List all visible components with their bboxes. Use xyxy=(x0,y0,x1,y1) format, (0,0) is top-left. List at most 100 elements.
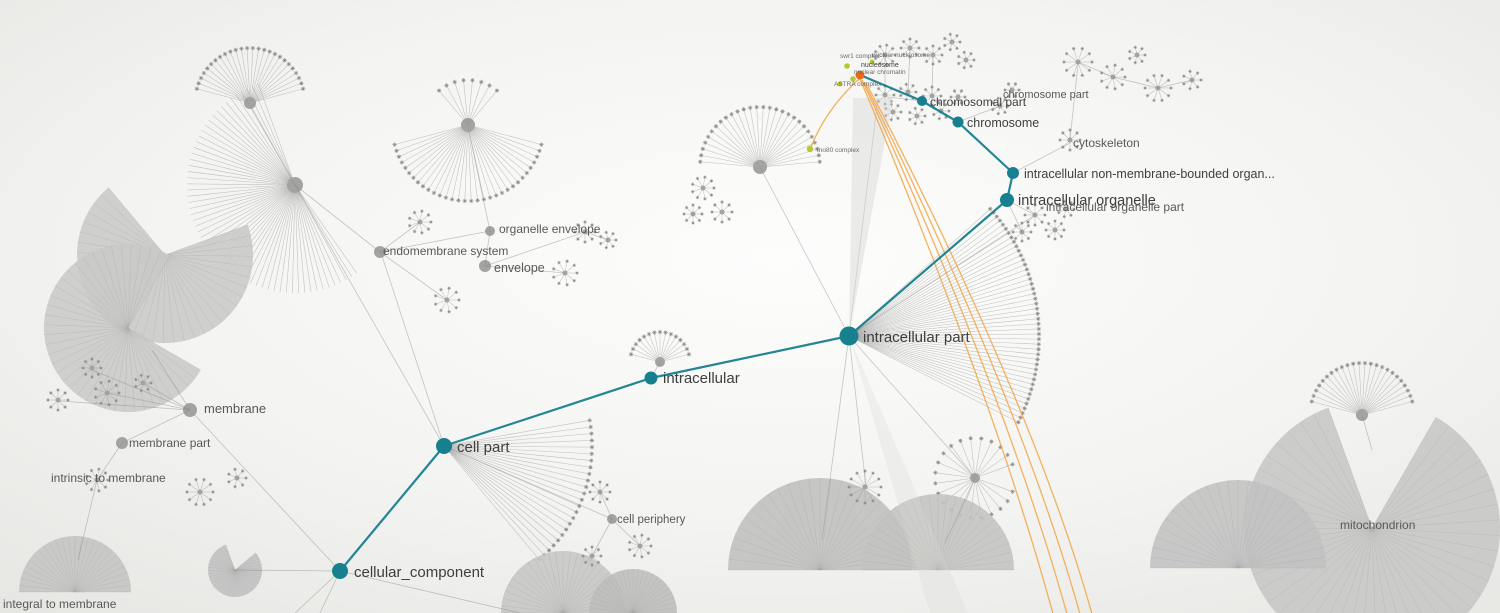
tiny-node-3[interactable] xyxy=(850,76,856,82)
node-label-chromosome: chromosome xyxy=(967,116,1039,130)
cluster-rosette xyxy=(846,468,884,506)
gray-edge xyxy=(1361,414,1373,451)
highlight-edge xyxy=(859,73,923,103)
gray-edge xyxy=(848,335,976,479)
tiny-node-5[interactable] xyxy=(806,145,814,153)
tiny-node-0[interactable] xyxy=(855,70,865,80)
gray-edge xyxy=(96,442,123,481)
cluster-rosette xyxy=(990,96,1011,116)
gray-node-label: envelope xyxy=(494,261,545,275)
node-intracellular_nmb_organelle[interactable] xyxy=(1007,167,1019,179)
cluster-rosette xyxy=(942,32,963,52)
gray-node-label: integral to membrane xyxy=(3,597,117,611)
node-label-chromosomal_part: chromosomal part xyxy=(930,95,1027,109)
cluster-rosette xyxy=(184,477,216,507)
gray-edge xyxy=(944,477,976,544)
node-label-intracellular_nmb_organelle: intracellular non-membrane-bounded organ… xyxy=(1024,167,1275,181)
gray-node[interactable] xyxy=(116,437,128,449)
tiny-node-label: ASTRA complex xyxy=(834,81,882,88)
orange-edge xyxy=(861,79,1068,613)
cluster-rosette xyxy=(1022,202,1048,228)
tiny-node-2[interactable] xyxy=(869,59,875,65)
cluster-rosette xyxy=(948,88,968,106)
cluster-center-node[interactable] xyxy=(1356,409,1368,421)
tiny-node-4[interactable] xyxy=(837,81,843,87)
node-cellular_component[interactable] xyxy=(332,563,348,579)
cluster-rosette xyxy=(1056,199,1077,219)
gray-edge xyxy=(484,231,586,267)
gray-node[interactable] xyxy=(607,514,617,524)
cluster-rosette xyxy=(133,373,154,393)
gray-edge xyxy=(931,56,934,97)
node-label-cellular_component: cellular_component xyxy=(354,564,485,581)
gray-node-label: endomembrane system xyxy=(383,244,508,258)
cluster-disc xyxy=(19,536,131,593)
cluster-center-node[interactable] xyxy=(287,177,303,193)
cluster-rosette xyxy=(1142,73,1174,103)
gray-node-label: cytoskeleton xyxy=(1073,136,1140,150)
highlight-edge xyxy=(443,376,652,448)
gray-node[interactable] xyxy=(485,226,495,236)
cluster-rosette xyxy=(1099,63,1128,91)
gray-edge xyxy=(151,349,191,411)
gray-edge xyxy=(1157,79,1193,89)
cluster-center-node[interactable] xyxy=(970,473,980,483)
tiny-node-label: nuclear nucleosome xyxy=(872,52,931,59)
cluster-center-node[interactable] xyxy=(655,357,665,367)
gray-node[interactable] xyxy=(479,260,491,272)
cluster-layer xyxy=(19,32,1500,613)
cluster-rosette xyxy=(883,102,904,122)
gray-edge xyxy=(91,369,191,411)
cluster-rosette xyxy=(1002,81,1022,99)
gray-edge xyxy=(907,49,911,93)
gray-edge xyxy=(106,392,191,411)
cluster-fan xyxy=(194,45,306,109)
cluster-rosette xyxy=(580,544,604,568)
cluster-fan xyxy=(187,83,358,293)
cluster-center-node[interactable] xyxy=(753,160,767,174)
node-intracellular[interactable] xyxy=(644,371,658,385)
cluster-rosette xyxy=(433,286,462,314)
gray-node-label: membrane xyxy=(204,401,266,416)
cluster-rosette xyxy=(627,533,654,559)
gray-edge xyxy=(467,126,491,232)
cluster-rosette xyxy=(709,199,735,225)
gray-node-label: mitochondrion xyxy=(1340,518,1415,532)
gray-edge xyxy=(1012,142,1071,174)
gray-edge xyxy=(443,445,613,520)
gray-edge xyxy=(848,214,1036,337)
node-chromosome[interactable] xyxy=(952,116,964,128)
cluster-rosette xyxy=(921,43,945,67)
gray-edge xyxy=(294,184,381,253)
cluster-fan xyxy=(443,417,595,562)
gray-node-label: intracellular organelle part xyxy=(1046,200,1185,214)
gray-edge xyxy=(380,252,445,447)
cluster-disc xyxy=(44,243,201,412)
cluster-rosette xyxy=(1010,220,1034,244)
cluster-rosette xyxy=(1127,45,1148,65)
cluster-center-node[interactable] xyxy=(244,97,256,109)
cluster-rosette xyxy=(873,83,897,107)
gray-node[interactable] xyxy=(183,403,197,417)
node-cell_part[interactable] xyxy=(436,438,452,454)
node-intracellular_organelle[interactable] xyxy=(1000,193,1014,207)
gray-node[interactable] xyxy=(374,246,386,258)
tiny-node-label: nuclear chromatin xyxy=(854,69,906,76)
cluster-rosette xyxy=(551,259,580,287)
gray-edge xyxy=(887,96,923,102)
cluster-fan xyxy=(628,329,692,367)
gray-edge xyxy=(759,166,850,337)
gray-edge xyxy=(1069,63,1079,141)
gray-edge xyxy=(294,570,341,613)
tiny-node-label: nucleosome xyxy=(861,62,899,69)
cluster-rosette xyxy=(898,36,922,60)
node-chromosomal_part[interactable] xyxy=(917,96,927,106)
gray-edge xyxy=(77,479,98,561)
node-intracellular_part[interactable] xyxy=(839,326,859,346)
gray-edge xyxy=(957,105,1001,123)
tiny-node-label: Ino80 complex xyxy=(817,147,860,154)
tiny-node-1[interactable] xyxy=(844,63,850,69)
